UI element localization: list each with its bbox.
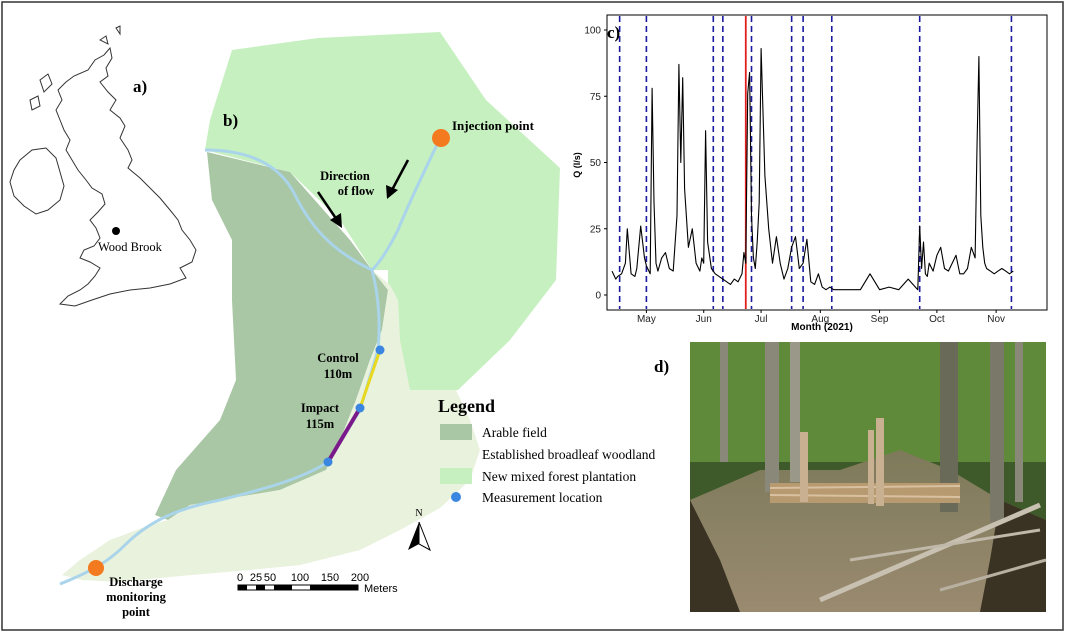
photo-fallen-branches — [819, 502, 1047, 603]
measurement-point-upper — [375, 345, 385, 355]
chart-x-tick-label-3: Aug — [811, 314, 829, 325]
chart-y-axis-label: Q (l/s) — [572, 152, 582, 178]
control-label: Control — [317, 351, 359, 365]
chart-x-axis: May Jun Jul Aug Sep Oct Nov — [637, 310, 1005, 325]
chart-y-tick-label-1: 25 — [590, 224, 602, 235]
chart-series-group — [611, 47, 1014, 291]
injection-point-marker — [432, 129, 450, 147]
legend-label-arable: Arable field — [482, 425, 547, 440]
scale-bar — [237, 584, 359, 591]
flow-label-line1: Direction — [320, 169, 370, 183]
forest-plantation-area — [205, 32, 560, 390]
panel-label-d: d) — [654, 357, 669, 376]
chart-x-tick-label-4: Sep — [871, 314, 889, 325]
discharge-label-line3: point — [122, 605, 151, 619]
legend-title: Legend — [438, 396, 495, 416]
discharge-chart: 0 25 50 75 100 May Jun Jul Aug Sep Oct Nov Q (l/s)… — [572, 14, 1048, 333]
scale-unit: Meters — [364, 583, 398, 595]
panel-label-c: c) — [607, 23, 620, 42]
flow-arrows — [316, 159, 410, 228]
control-length: 110m — [324, 367, 353, 381]
scale-tick-25: 25 — [250, 572, 262, 584]
discharge-point-marker — [88, 560, 104, 576]
control-reach-line — [358, 349, 382, 409]
broadleaf-woodland-area — [62, 270, 480, 582]
chart-x-tick-label-1: Jun — [696, 314, 712, 325]
chart-plot-area — [606, 14, 1048, 311]
discharge-label-line2: monitoring — [106, 590, 166, 604]
panel-label-b: b) — [223, 111, 238, 130]
stream-tributary — [370, 137, 442, 272]
photo-bank-left — [690, 500, 740, 612]
islands-outline — [29, 25, 121, 111]
uk-map: Wood Brook a) — [9, 25, 197, 307]
chart-x-tick-label-5: Oct — [929, 314, 945, 325]
legend-label-plantation: New mixed forest plantation — [482, 469, 636, 484]
impact-label: Impact — [301, 401, 340, 415]
site-label: Wood Brook — [98, 240, 163, 254]
impact-length: 115m — [306, 417, 335, 431]
north-arrow: N — [408, 508, 431, 552]
legend-swatch-plantation — [440, 468, 472, 484]
legend-swatch-broadleaf — [440, 446, 472, 462]
photo-bank-right — [980, 500, 1046, 612]
flow-label-line2: of flow — [338, 184, 374, 198]
chart-x-axis-label: Month (2021) — [791, 322, 853, 333]
map-legend: Legend Arable field Established broadlea… — [438, 396, 655, 505]
injection-point-label: Injection point — [452, 118, 535, 133]
chart-x-tick-label-6: Nov — [987, 314, 1005, 325]
chart-y-tick-label-3: 75 — [590, 92, 602, 103]
chart-series-line-0 — [611, 47, 1014, 291]
site-dot — [112, 227, 120, 235]
scale-tick-150: 150 — [321, 572, 339, 584]
field-photo: d) — [654, 342, 1047, 612]
impact-reach-line — [326, 406, 362, 464]
scale-tick-0: 0 — [237, 572, 243, 584]
photo-tree-trunks — [720, 342, 1023, 522]
scale-tick-100: 100 — [291, 572, 309, 584]
uk-mainland-outline — [55, 46, 197, 307]
ireland-outline — [9, 147, 65, 215]
chart-x-tick-label-2: Jul — [755, 314, 768, 325]
discharge-label-line1: Discharge — [109, 575, 163, 589]
catchment-map: Injection point Direction of flow Contro… — [59, 32, 655, 619]
legend-label-measurement: Measurement location — [482, 490, 603, 505]
chart-y-tick-label-0: 0 — [595, 291, 601, 302]
measurement-point-middle — [355, 403, 365, 413]
chart-y-tick-label-4: 100 — [584, 26, 601, 37]
chart-y-tick-label-2: 50 — [590, 158, 602, 169]
panel-label-a: a) — [133, 77, 147, 96]
legend-swatch-arable — [440, 424, 472, 440]
legend-label-broadleaf: Established broadleaf woodland — [482, 447, 655, 462]
chart-x-tick-label-0: May — [637, 314, 656, 325]
scale-tick-50: 50 — [264, 572, 276, 584]
north-label: N — [415, 508, 422, 519]
legend-symbol-measurement — [451, 492, 461, 502]
chart-y-axis: 0 25 50 75 100 — [584, 26, 607, 302]
measurement-point-lower — [323, 457, 333, 467]
photo-woody-dam — [769, 418, 961, 506]
scale-tick-200: 200 — [351, 572, 369, 584]
